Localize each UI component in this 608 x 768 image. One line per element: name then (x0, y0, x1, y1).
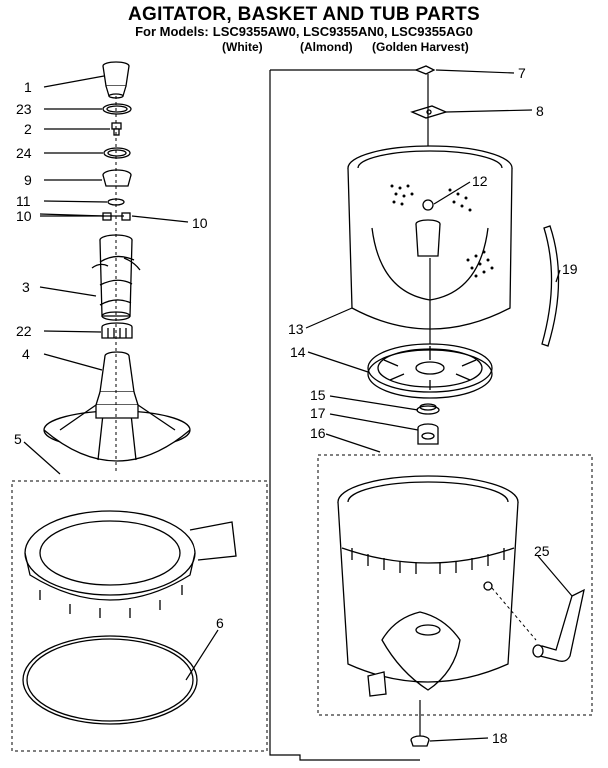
callout-22: 22 (16, 323, 32, 339)
callout-3: 3 (22, 279, 30, 295)
part-agitator-cap (102, 61, 130, 99)
callout-13: 13 (288, 321, 304, 337)
color-almond: (Almond) (300, 40, 353, 54)
callout-8: 8 (536, 103, 544, 119)
callout-6: 6 (216, 615, 224, 631)
callout-25: 25 (534, 543, 550, 559)
part-o-ring (103, 147, 131, 159)
part-strip (541, 225, 560, 347)
callout-5: 5 (14, 431, 22, 447)
callout-7: 7 (518, 65, 526, 81)
callout-17: 17 (310, 405, 326, 421)
part-basket (347, 145, 513, 330)
models-list: LSC9355AW0, LSC9355AN0, LSC9355AG0 (212, 24, 473, 39)
part-coupling (101, 322, 133, 339)
callout-numbers: 1 23 2 24 9 11 10 10 3 22 4 5 6 7 8 12 1… (14, 65, 578, 746)
callout-14: 14 (290, 344, 306, 360)
callout-11: 11 (16, 193, 31, 209)
callout-23: 23 (16, 101, 32, 117)
basket-hole-pattern (390, 184, 494, 278)
part-clip (414, 65, 436, 75)
callout-1: 1 (24, 79, 32, 95)
callout-18: 18 (492, 730, 508, 746)
callout-10-left: 10 (16, 208, 32, 224)
leader-lines (23, 69, 573, 742)
part-outer-tub (337, 475, 519, 697)
part-bracket (410, 105, 448, 119)
callout-12: 12 (472, 173, 488, 189)
models-label: For Models: (135, 24, 209, 39)
color-golden-harvest: (Golden Harvest) (372, 40, 469, 54)
part-seal (416, 403, 440, 415)
part-plug (410, 735, 430, 747)
part-seal-ring (102, 103, 132, 115)
callout-2: 2 (24, 121, 32, 137)
part-cam (102, 169, 132, 187)
callout-9: 9 (24, 172, 32, 188)
callout-4: 4 (22, 346, 30, 362)
callout-24: 24 (16, 145, 32, 161)
part-snap-ring (22, 635, 198, 725)
part-drive-hub (367, 343, 493, 399)
part-nut (417, 423, 439, 445)
part-drain-hose (491, 587, 585, 662)
callout-16: 16 (310, 425, 326, 441)
guide-line (269, 70, 420, 761)
diagram-title: AGITATOR, BASKET AND TUB PARTS (127, 4, 481, 25)
color-white: (White) (222, 40, 263, 54)
tub-group-box (317, 454, 593, 716)
models-line: For Models:LSC9355AW0, LSC9355AN0, LSC93… (0, 24, 608, 39)
callout-15: 15 (310, 387, 326, 403)
callout-19: 19 (562, 261, 578, 277)
callout-10-right: 10 (192, 215, 208, 231)
tub-ring-group-box (11, 480, 268, 752)
part-tub-ring (24, 510, 237, 618)
part-agitator-base (43, 351, 191, 462)
